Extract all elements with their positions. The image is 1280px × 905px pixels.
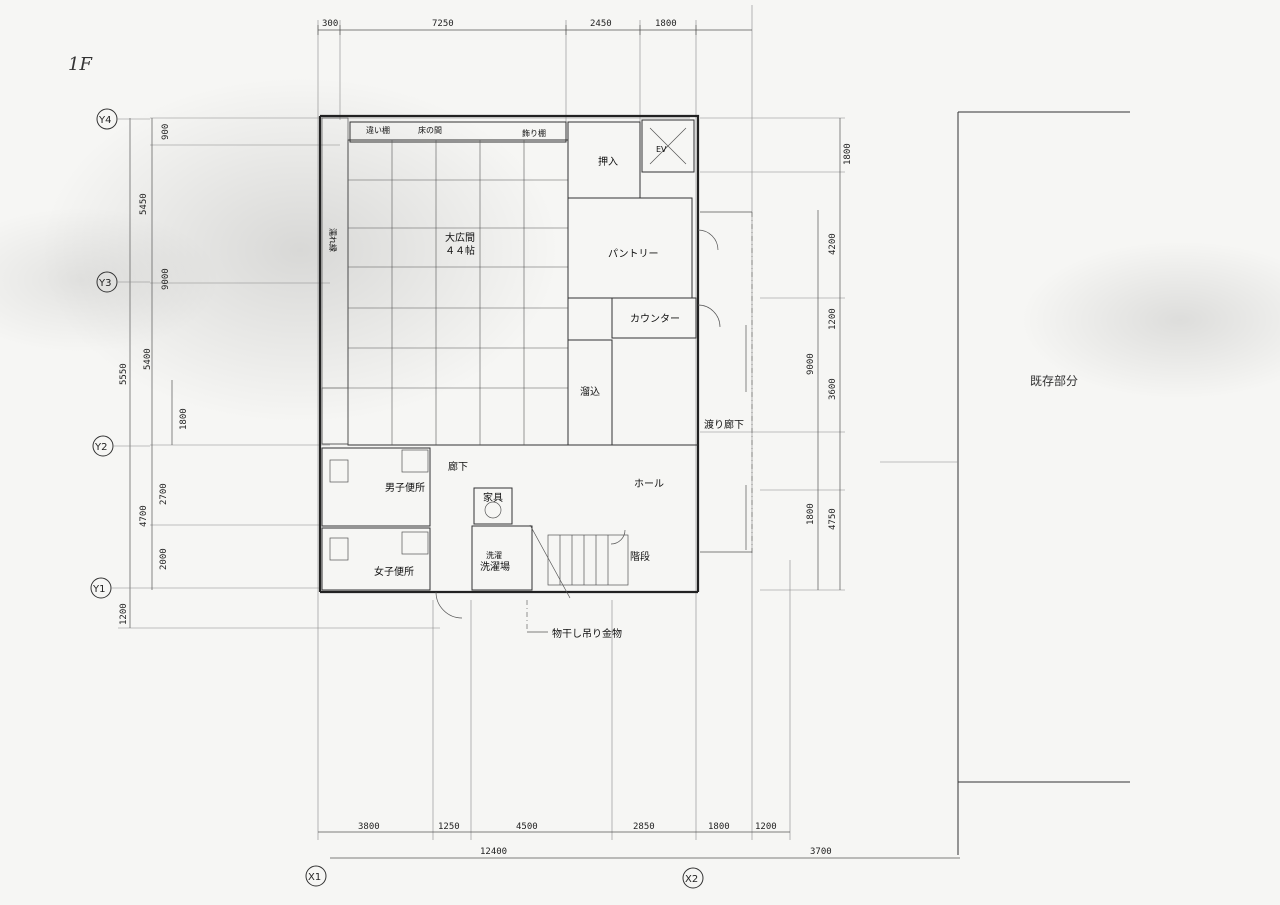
room-nureen: 濡れ縁 (328, 228, 338, 252)
room-women-toilet: 女子便所 (374, 565, 414, 578)
top-dim-3: 2450 (590, 19, 612, 29)
top-dim-2: 7250 (432, 19, 454, 29)
bottom-dim-3: 4500 (516, 822, 538, 832)
right-dim-2: 4200 (828, 233, 838, 255)
bottom-total-2: 3700 (810, 847, 832, 857)
room-ev: EV (656, 145, 667, 154)
top-dim-4: 1800 (655, 19, 677, 29)
bottom-dim-1: 3800 (358, 822, 380, 832)
left-dim-outer-3: 4700 (139, 505, 149, 527)
room-men-toilet: 男子便所 (385, 481, 425, 494)
room-roka: 廊下 (448, 460, 468, 473)
right-dim-inner-2: 1800 (806, 503, 816, 525)
room-daihiroma-size: ４４帖 (445, 244, 475, 257)
bottom-dim-6: 1200 (755, 822, 777, 832)
right-dim-inner-1: 9000 (806, 353, 816, 375)
room-watari: 渡り廊下 (704, 418, 744, 431)
room-labels: 違い棚 床の間 飾り棚 押入 EV 大広間 ４４帖 濡れ縁 パントリー カウンタ… (328, 125, 744, 578)
bottom-dimension-line: 3800 1250 4500 2850 1800 1200 12400 3700 (318, 822, 960, 859)
bottom-dim-4: 2850 (633, 822, 655, 832)
annotation-hardware: 物干し吊り金物 (552, 627, 622, 640)
top-dimension-line: 300 7250 2450 1800 (317, 19, 752, 35)
room-kakikomi: 溜込 (580, 385, 600, 398)
extension-lines (118, 5, 845, 840)
grid-x2: X2 (685, 874, 698, 885)
top-dim-1: 300 (322, 19, 338, 29)
left-dim-inner-5: 2700 (159, 483, 169, 505)
left-dimension-line: 5450 5550 4700 1200 900 9000 5400 1800 2… (119, 118, 189, 628)
room-counter: カウンター (630, 313, 680, 325)
right-dim-1: 1800 (843, 143, 853, 165)
room-chigaidana: 違い棚 (366, 125, 390, 135)
right-dim-3: 1200 (828, 308, 838, 330)
room-kaidan: 階段 (630, 550, 650, 563)
left-dim-inner-1: 900 (161, 124, 171, 140)
existing-part-label: 既存部分 (1030, 373, 1078, 388)
left-dim-outer-2: 5550 (119, 363, 129, 385)
floor-label: 1F (68, 54, 93, 75)
bottom-dim-5: 1800 (708, 822, 730, 832)
stairs (529, 524, 629, 599)
room-sentaku-1: 洗濯 (486, 550, 502, 560)
left-dim-outer-1: 5450 (139, 193, 149, 215)
room-sentakuba: 洗濯場 (480, 560, 510, 573)
existing-building (880, 111, 1130, 855)
right-dim-4: 3600 (828, 378, 838, 400)
grid-y1: Y1 (92, 584, 105, 595)
bottom-total-1: 12400 (480, 847, 507, 857)
room-kagu: 家具 (483, 491, 503, 504)
right-dim-5: 4750 (828, 508, 838, 530)
room-pantry: パントリー (608, 248, 659, 260)
room-kazaridana: 飾り棚 (522, 128, 546, 138)
grid-markers: Y4 Y3 Y2 Y1 X1 X2 (90, 108, 704, 889)
left-dim-inner-2: 9000 (161, 268, 171, 290)
bottom-dim-2: 1250 (438, 822, 460, 832)
room-tokonoma: 床の間 (418, 125, 442, 135)
grid-y3: Y3 (98, 278, 111, 289)
grid-x1: X1 (308, 872, 321, 883)
left-dim-inner-6: 2000 (159, 548, 169, 570)
room-daihiroma: 大広間 (445, 231, 475, 244)
room-oshiire: 押入 (598, 155, 618, 168)
building-walls (318, 114, 760, 619)
left-dim-inner-4: 1800 (179, 408, 189, 430)
right-dimension-line: 1800 4200 1200 3600 4750 9000 1800 (806, 118, 853, 590)
left-dim-inner-3: 5400 (143, 348, 153, 370)
grid-y2: Y2 (94, 442, 107, 453)
room-hall: ホール (634, 478, 664, 490)
grid-y4: Y4 (98, 115, 111, 126)
left-dim-outer-4: 1200 (119, 603, 129, 625)
